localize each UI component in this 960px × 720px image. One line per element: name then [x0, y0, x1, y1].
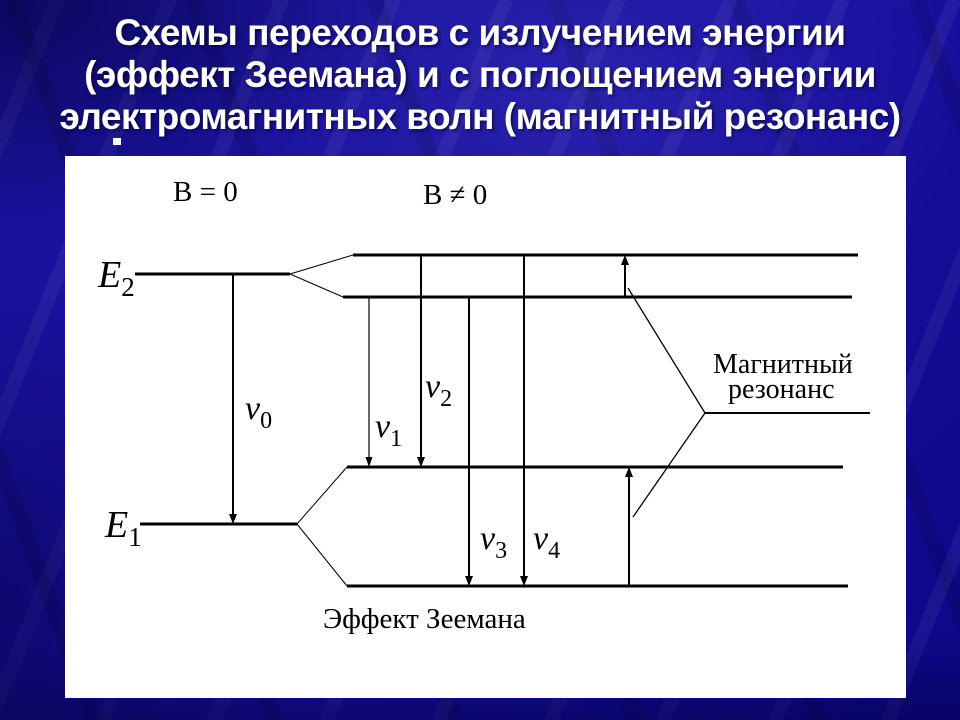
- e2-split-diagonal-upper: [289, 254, 354, 275]
- e1-split-diagonal-lower: [296, 523, 348, 587]
- label-magnetic-resonance-line1: Магнитный: [713, 349, 853, 380]
- resonance-callout-diagonal-upper: [627, 287, 706, 414]
- label-nu4: ν4: [533, 520, 560, 564]
- arrow-resonance-upper-head: [621, 255, 629, 265]
- diagram-panel: В = 0 В ≠ 0 E2 E1 ν0 ν1: [65, 156, 906, 698]
- arrow-resonance-lower-head: [625, 467, 633, 477]
- label-b-nonzero: В ≠ 0: [423, 179, 487, 211]
- e2-split-diagonal-lower: [289, 273, 344, 298]
- energy-level-diagram: В = 0 В ≠ 0 E2 E1 ν0 ν1: [97, 176, 870, 635]
- label-nu2: ν2: [425, 368, 452, 412]
- label-nu0: ν0: [245, 390, 272, 434]
- title-line-2: (эффект Зеемана) и с поглощением энергии: [84, 54, 876, 95]
- label-level-e2: E2: [97, 254, 135, 302]
- arrow-nu0-head: [229, 514, 237, 524]
- slide-title: Схемы переходов с излучением энергии (эф…: [0, 12, 960, 138]
- arrow-nu1-head: [365, 457, 373, 467]
- label-level-e1: E1: [104, 504, 142, 552]
- title-line-3: электромагнитных волн (магнитный резонан…: [59, 96, 901, 137]
- label-nu1: ν1: [375, 408, 402, 452]
- title-line-1: Схемы переходов с излучением энергии: [114, 12, 846, 53]
- label-b-zero: В = 0: [173, 176, 238, 208]
- label-zeeman-effect: Эффект Зеемана: [323, 603, 526, 635]
- label-magnetic-resonance-line2: резонанс: [728, 374, 835, 405]
- arrow-nu3-head: [465, 576, 473, 586]
- label-nu3: ν3: [480, 520, 507, 564]
- resonance-callout-diagonal-lower: [632, 412, 706, 518]
- e1-split-diagonal-upper: [296, 466, 348, 525]
- slide-artifact-dot: [113, 138, 121, 145]
- arrow-nu2-head: [417, 457, 425, 467]
- arrow-nu4-head: [520, 576, 528, 586]
